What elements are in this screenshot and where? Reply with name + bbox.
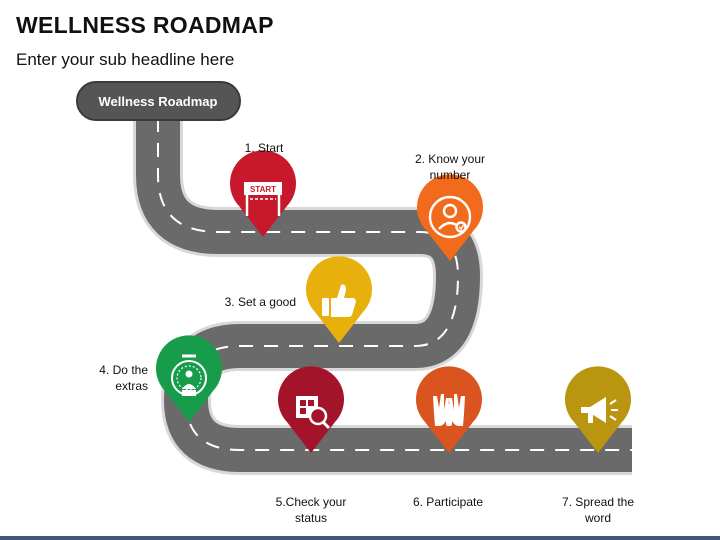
thumbs-up-icon bbox=[322, 284, 356, 317]
milestone-label-6: 6. Participate bbox=[412, 495, 484, 509]
road-sign-label: Wellness Roadmap bbox=[99, 94, 218, 109]
page-title: WELLNESS ROADMAP bbox=[16, 12, 274, 38]
lane-markings bbox=[157, 118, 632, 451]
milestone-label-3: 3. Set a good bbox=[224, 295, 296, 309]
milestone-pin-4 bbox=[156, 335, 222, 422]
milestone-pin-2 bbox=[417, 174, 483, 261]
milestone-pin-1: START bbox=[230, 150, 296, 237]
milestone-pin-7 bbox=[565, 366, 631, 453]
status-search-icon bbox=[296, 396, 331, 430]
megaphone-icon bbox=[581, 397, 618, 423]
road-sign: Wellness Roadmap bbox=[76, 81, 241, 121]
raised-hands-icon bbox=[433, 394, 465, 426]
milestone-label-5: 5.Check your status bbox=[275, 495, 347, 525]
road bbox=[133, 118, 632, 475]
milestone-label-2: 2. Know your number bbox=[414, 152, 486, 182]
page-subtitle: Enter your sub headline here bbox=[16, 50, 235, 69]
road-surface bbox=[136, 118, 632, 472]
milestone-pin-6 bbox=[416, 366, 482, 453]
milestone-label-7: 7. Spread the word bbox=[561, 495, 635, 525]
milestone-label-4: 4. Do the extras bbox=[99, 363, 148, 393]
winding-road bbox=[133, 118, 632, 475]
stopwatch-icon bbox=[171, 354, 207, 396]
milestone-pin-3 bbox=[306, 256, 372, 343]
milestone-label-1: 1. Start bbox=[244, 141, 284, 155]
milestone-pin-5 bbox=[278, 366, 344, 453]
start-banner-icon: START bbox=[244, 182, 282, 216]
svg-text:START: START bbox=[250, 185, 276, 194]
bottom-strip bbox=[0, 536, 720, 540]
user-check-icon bbox=[428, 195, 472, 239]
